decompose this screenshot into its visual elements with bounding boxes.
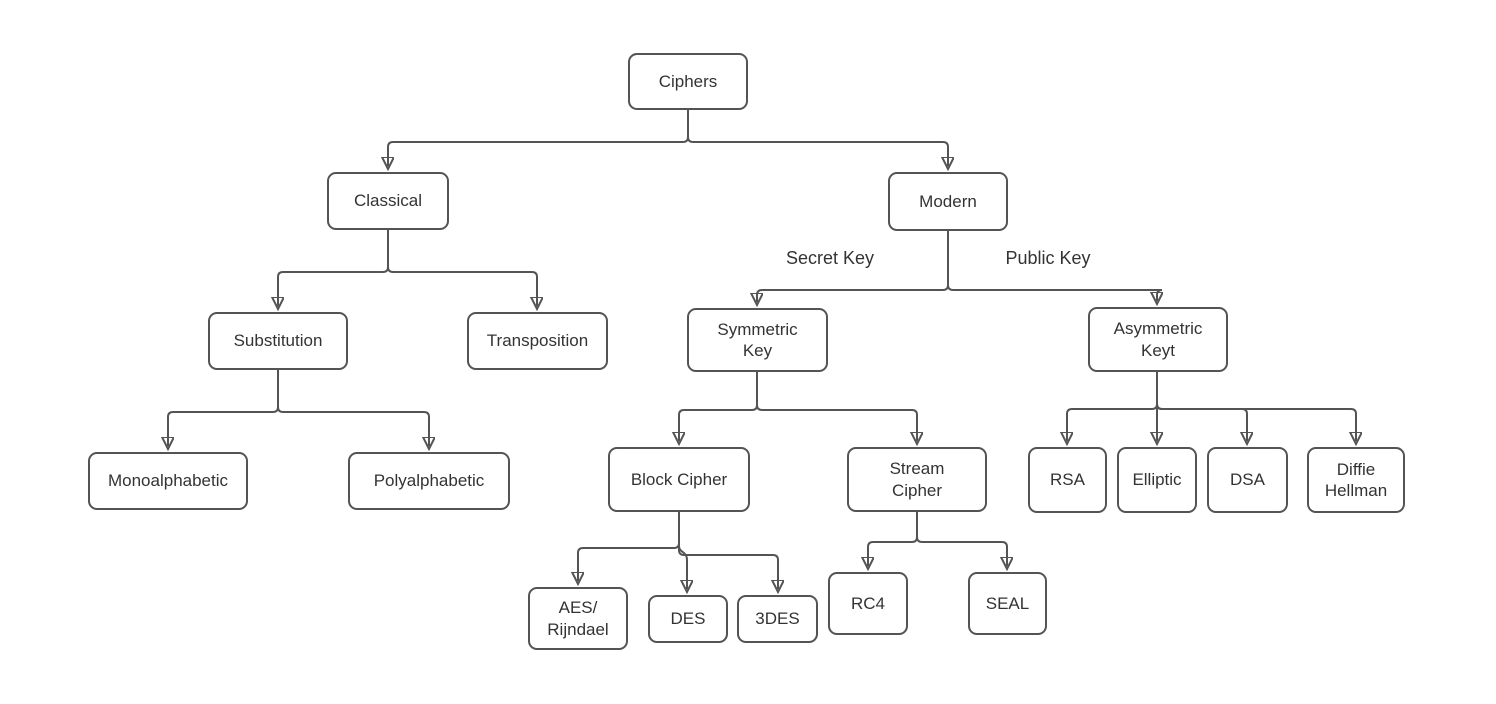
edge-ciphers-modern	[687, 110, 948, 166]
edge-block-des	[678, 512, 687, 589]
edge-stream-rc4	[868, 512, 918, 566]
node-substitution: Substitution	[208, 312, 348, 370]
node-stream-cipher: Stream Cipher	[847, 447, 987, 512]
node-rsa: RSA	[1028, 447, 1107, 513]
node-block-cipher: Block Cipher	[608, 447, 750, 512]
edge-label-public-key: Public Key	[1005, 248, 1091, 268]
edge-label-secret-key: Secret Key	[785, 248, 875, 268]
node-monoalphabetic: Monoalphabetic	[88, 452, 248, 510]
node-transposition: Transposition	[467, 312, 608, 370]
node-aes-rijndael: AES/ Rijndael	[528, 587, 628, 650]
node-dsa: DSA	[1207, 447, 1288, 513]
edge-classical-transposition	[387, 230, 537, 306]
edge-asymmetric-dsa	[1156, 372, 1247, 441]
edge-symmetric-block-cipher	[679, 372, 758, 441]
edge-substitution-monoalphabetic	[168, 370, 279, 446]
edge-symmetric-stream-cipher	[756, 372, 917, 441]
node-ciphers: Ciphers	[628, 53, 748, 110]
node-rc4: RC4	[828, 572, 908, 635]
node-3des: 3DES	[737, 595, 818, 643]
node-polyalphabetic: Polyalphabetic	[348, 452, 510, 510]
edge-classical-substitution	[278, 230, 389, 306]
edge-asymmetric-diffie-hellman	[1156, 372, 1356, 441]
node-des: DES	[648, 595, 728, 643]
edge-asymmetric-rsa	[1067, 372, 1158, 441]
edge-ciphers-classical	[388, 110, 689, 166]
node-symmetric-key: Symmetric Key	[687, 308, 828, 372]
node-elliptic: Elliptic	[1117, 447, 1197, 513]
node-modern: Modern	[888, 172, 1008, 231]
edge-modern-asymmetric	[947, 231, 1162, 301]
node-diffie-hellman: Diffie Hellman	[1307, 447, 1405, 513]
node-classical: Classical	[327, 172, 449, 230]
edge-substitution-polyalphabetic	[277, 370, 429, 446]
edge-block-3des	[678, 512, 778, 589]
edge-stream-seal	[916, 512, 1007, 566]
node-seal: SEAL	[968, 572, 1047, 635]
node-asymmetric-keyt: Asymmetric Keyt	[1088, 307, 1228, 372]
edge-block-aes-rijndael	[578, 512, 680, 581]
